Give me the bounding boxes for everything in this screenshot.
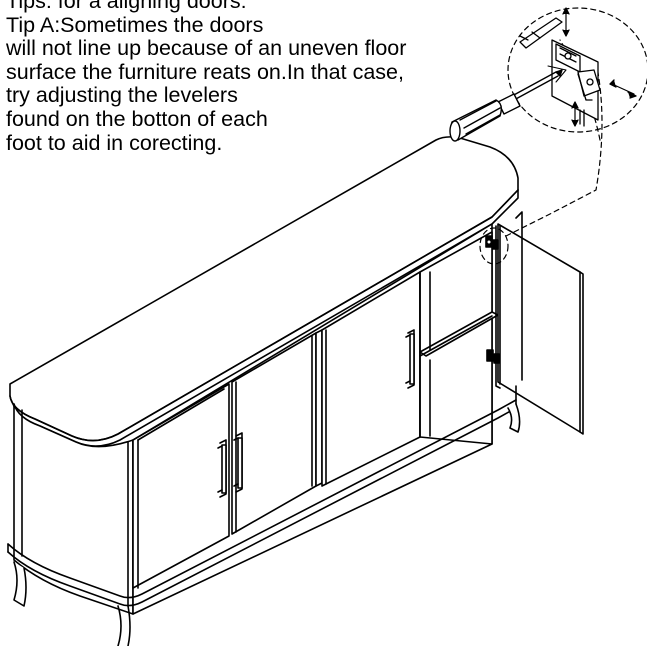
hinge-detail-icon [519, 7, 637, 127]
tip-line-6: foot to aid in corecting. [6, 130, 223, 155]
alignment-tips: Tips: for a aligning doors: Tip A:Someti… [6, 0, 486, 155]
tip-heading: Tips: for a aligning doors: [6, 0, 247, 13]
leg-back-right [507, 211, 523, 433]
tip-line-3: surface the furniture reats on.In that c… [6, 59, 404, 84]
open-door [495, 223, 584, 435]
tip-line-1: Tip A:Sometimes the doors [6, 12, 264, 37]
tip-line-5: found on the botton of each [6, 106, 268, 131]
screwdriver-icon [449, 65, 567, 142]
handle-center-right [405, 329, 415, 389]
tip-line-2: will not line up because of an uneven fl… [6, 36, 407, 61]
hinge-callout [479, 7, 647, 265]
leg-front-corner [117, 605, 131, 647]
hinge-lower [486, 349, 500, 364]
handle-center-left [233, 432, 243, 493]
divider-panel [315, 329, 323, 487]
open-compartment [419, 231, 499, 445]
tip-line-4: try adjusting the levelers [6, 83, 238, 108]
door-left [132, 383, 230, 589]
hinge-upper [485, 235, 499, 250]
cabinet-left-end [13, 403, 134, 615]
handle-left [217, 439, 227, 498]
leg-front-left [13, 561, 27, 607]
